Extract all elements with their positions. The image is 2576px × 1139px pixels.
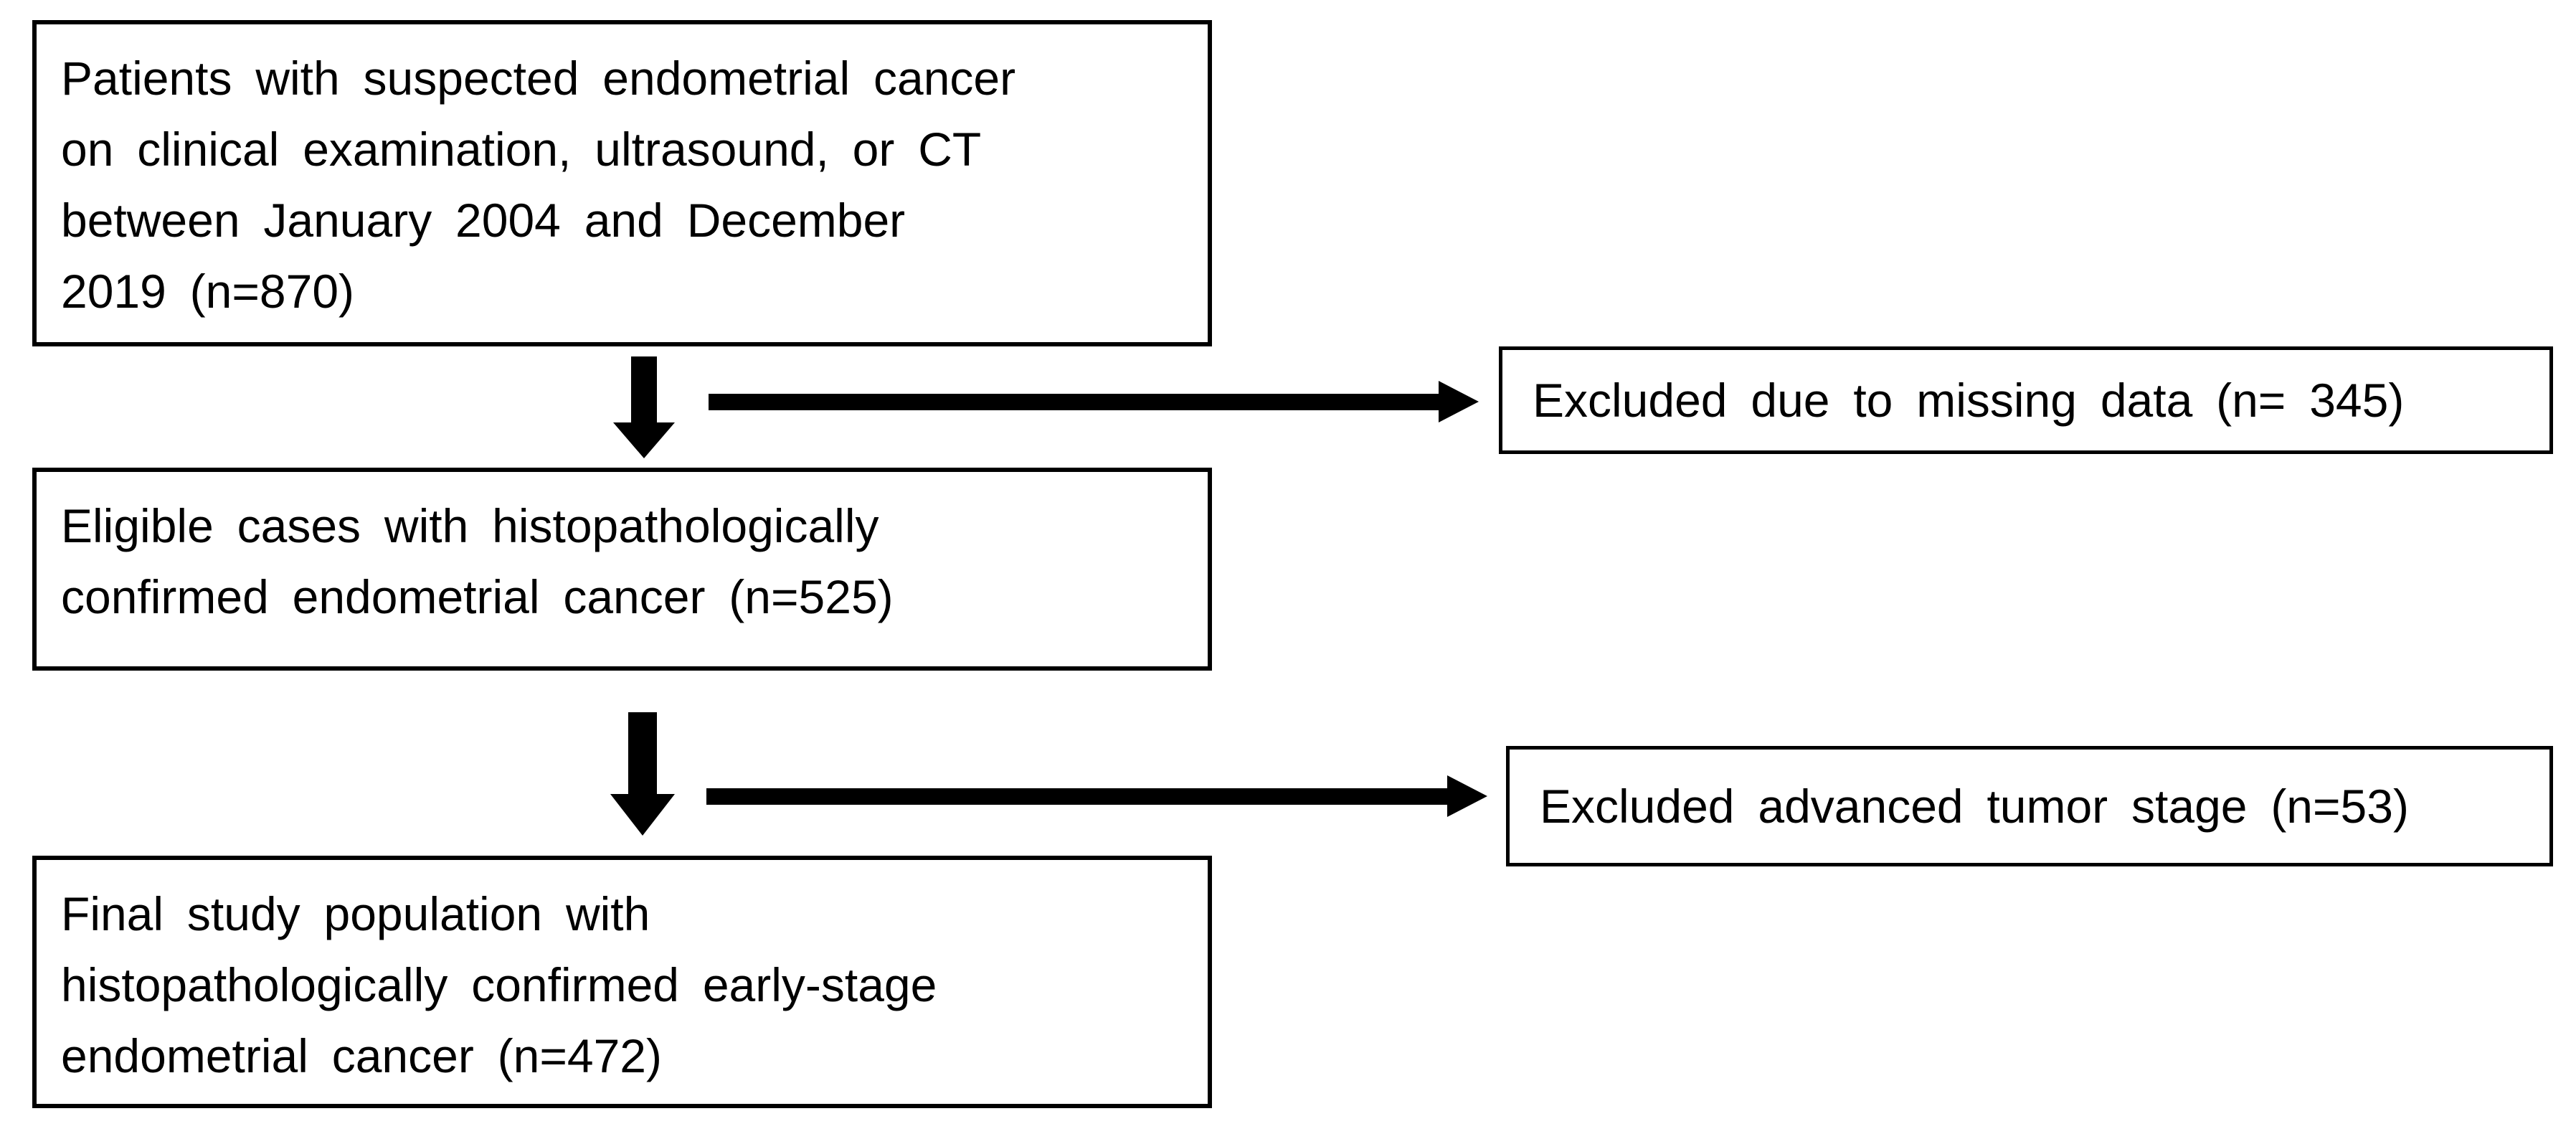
box-source-line-1: Patients with suspected endometrial canc… (61, 52, 1016, 105)
box-source-line-4: 2019 (n=870) (61, 265, 355, 318)
box-final-line-2: histopathologically confirmed early-stag… (61, 958, 937, 1011)
box-source-line-3: between January 2004 and December (61, 194, 906, 247)
box-source-population: Patients with suspected endometrial canc… (32, 20, 1212, 346)
box-source-line-2: on clinical examination, ultrasound, or … (61, 123, 982, 176)
excluded-advanced-stage-label: Excluded advanced tumor stage (n=53) (1540, 780, 2409, 833)
right-arrow-1-icon (709, 381, 1479, 422)
right-arrow-2-icon (706, 775, 1487, 817)
box-eligible-cases: Eligible cases with histopathologically … (32, 468, 1212, 671)
box-excluded-advanced-stage: Excluded advanced tumor stage (n=53) (1506, 746, 2553, 866)
down-arrow-2-icon (610, 712, 675, 836)
box-final-line-3: endometrial cancer (n=472) (61, 1029, 662, 1082)
box-excluded-missing-data: Excluded due to missing data (n= 345) (1499, 346, 2553, 454)
box-eligible-line-1: Eligible cases with histopathologically (61, 499, 879, 552)
box-final-population: Final study population with histopatholo… (32, 856, 1212, 1108)
excluded-missing-data-label: Excluded due to missing data (n= 345) (1533, 374, 2405, 427)
box-final-line-1: Final study population with (61, 887, 650, 940)
box-eligible-line-2: confirmed endometrial cancer (n=525) (61, 570, 894, 623)
down-arrow-1-icon (613, 356, 675, 458)
